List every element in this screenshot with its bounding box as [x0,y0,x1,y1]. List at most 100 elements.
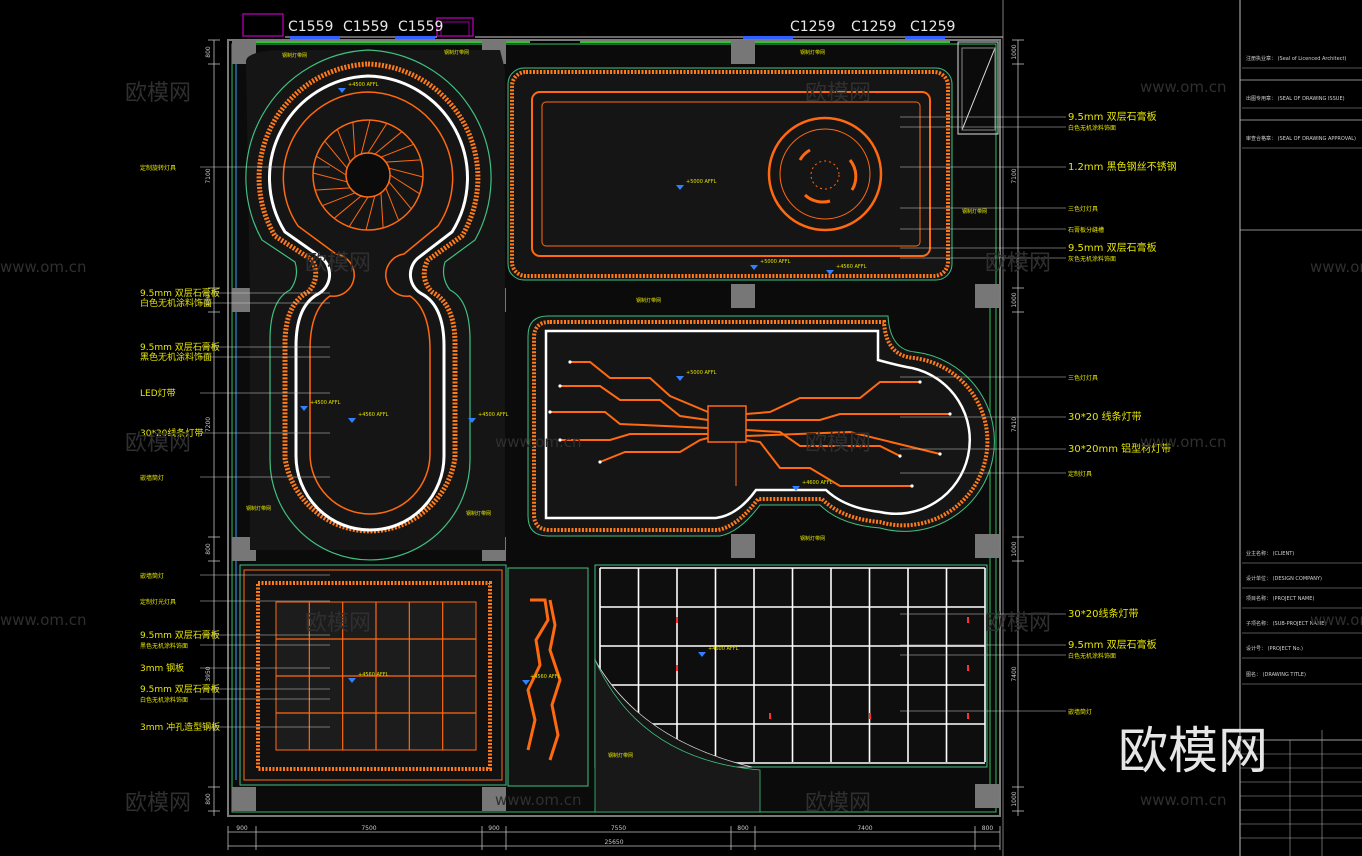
watermark-url: www.om.cn [495,791,582,809]
watermark-logo: 欧模网 [305,611,371,636]
watermark-logo: 欧模网 [805,791,871,816]
svg-text:钢制灯带网: 钢制灯带网 [800,535,825,542]
watermark-logo-large: 欧模网 [1118,722,1268,780]
watermark-logo: 欧模网 [805,431,871,456]
annotation-left: 9.5mm 双层石膏板 [140,683,220,695]
watermark-logo: 欧模网 [985,611,1051,636]
dimension-lines: 900 7500 900 7550 800 7400 800 25650 800 7100 800 7… [205,39,1024,850]
annotation-right: 嵌墙筒灯 [1068,708,1092,716]
svg-text:钢制灯带网: 钢制灯带网 [608,752,633,759]
grid-ceiling-left [239,564,507,786]
annotation-right: 三色灯灯具 [1068,374,1098,382]
svg-text:钢制灯带网: 钢制灯带网 [962,208,987,215]
annotation-right: 9.5mm 双层石膏板 [1068,241,1157,254]
title-block-row: 项目名称： (PROJECT NAME) [1246,595,1314,602]
annotation-right: 三色灯灯具 [1068,205,1098,213]
dimension-value: 7100 [1011,168,1018,183]
dimension-value: 1000 [1011,44,1018,59]
title-block-row: 子项名称： (SUB-PROJECT NAME) [1246,620,1326,627]
annotation-right: 30*20线条灯带 [1068,607,1138,620]
annotation-right: 30*20mm 铝型材灯带 [1068,442,1171,455]
annotation-left: 3mm 冲孔造型钢板 [140,721,220,733]
dimension-value: 800 [205,294,212,306]
annotation-right: 30*20 线条灯带 [1068,410,1142,423]
annotation-left: 30*20线条灯带 [140,427,203,439]
annotation-right: 白色无机涂料饰面 [1068,652,1116,660]
dimension-value: 900 [236,825,248,832]
dimension-value: 800 [205,793,212,805]
track-ceiling [245,49,505,561]
window-code: C1259 [910,19,955,35]
watermark-url: www.om.cn [0,258,87,276]
watermark-logo: 欧模网 [985,251,1051,276]
svg-text:+5000 AFFL: +5000 AFFL [760,259,791,265]
svg-text:+4600 AFFL: +4600 AFFL [708,646,739,652]
window-code: C1559 [398,19,443,35]
watermark-url: www.om.cn [1310,611,1362,629]
dimension-value: 1000 [1011,541,1018,556]
dimension-value: 7400 [857,825,872,832]
dimension-value: 900 [488,825,500,832]
dimension-value: 800 [737,825,749,832]
title-block-row: 业主名称： (CLIENT) [1246,550,1294,557]
annotation-right: 白色无机涂料饰面 [1068,124,1116,132]
feature-ceiling-top [507,67,953,281]
annotation-right: 石膏板分缝槽 [1068,226,1104,234]
window-code: C1259 [851,19,896,35]
dimension-total: 25650 [604,839,623,846]
watermark-url: www.om.cn [495,433,582,451]
dimension-value: 3950 [205,666,212,681]
strip-ceiling [507,567,589,787]
annotation-left: 9.5mm 双层石膏板 [140,629,220,641]
dimension-value: 7400 [1011,666,1018,681]
svg-text:钢制灯带网: 钢制灯带网 [444,49,469,56]
annotation-left: 白色无机涂料饰面 [140,696,188,704]
svg-text:钢制灯带网: 钢制灯带网 [800,49,825,56]
svg-text:钢制灯带网: 钢制灯带网 [636,297,661,304]
watermark-url: www.om.cn [1310,258,1362,276]
annotation-left: 嵌墙筒灯 [140,572,164,580]
watermark-logo: 欧模网 [805,81,871,106]
title-block-row: 图名： (DRAWING TITLE) [1246,671,1306,678]
svg-text:+4560 AFFL: +4560 AFFL [530,674,561,680]
svg-text:+5000 AFFL: +5000 AFFL [686,179,717,185]
title-block-row: 设计号： (PROJECT No.) [1246,645,1303,652]
dimension-value: 7410 [1011,417,1018,432]
dimension-value: 800 [205,46,212,58]
title-block-row: 审查合格章： (SEAL OF DRAWING APPROVAL) [1246,135,1356,142]
dimension-value: 7550 [611,825,626,832]
dimension-value: 1000 [1011,791,1018,806]
svg-text:+4560 AFFL: +4560 AFFL [358,672,389,678]
annotation-right: 灰色无机涂料饰面 [1068,255,1116,263]
watermark-logo: 欧模网 [305,251,371,276]
window-code: C1259 [790,19,835,35]
watermark-url: www.om.cn [1140,433,1227,451]
annotation-left: 3mm 钢板 [140,662,184,674]
watermark-url: www.om.cn [1140,78,1227,96]
annotation-right: 9.5mm 双层石膏板 [1068,110,1157,123]
svg-text:+4500 AFFL: +4500 AFFL [348,82,379,88]
watermarks: 欧模网欧模网欧模网欧模网欧模网欧模网欧模网欧模网欧模网欧模网www.om.cnw… [0,78,1362,816]
dimension-value: 7100 [205,168,212,183]
dimension-value: 7500 [361,825,376,832]
title-block-row: 注册执业章： (Seal of Licenced Architect) [1246,55,1346,62]
svg-text:+5000 AFFL: +5000 AFFL [686,370,717,376]
svg-text:+4500 AFFL: +4500 AFFL [478,412,509,418]
annotation-left: LED灯带 [140,388,176,399]
title-block-row: 出图专用章： (SEAL OF DRAWING ISSUE) [1246,95,1345,102]
annotation-left: 9.5mm 双层石膏板 [140,287,220,299]
svg-text:钢制灯带网: 钢制灯带网 [466,510,491,517]
title-block: 注册执业章： (Seal of Licenced Architect) 出图专用章… [1240,55,1362,856]
feature-ceiling-middle [527,315,995,537]
annotation-left: 黑色无机涂料饰面 [140,642,188,650]
dimension-value: 800 [205,543,212,555]
annotation-right: 定制灯具 [1068,470,1092,478]
watermark-url: www.om.cn [0,611,87,629]
svg-text:钢制灯带网: 钢制灯带网 [246,505,271,512]
svg-text:+4560 AFFL: +4560 AFFL [836,264,867,270]
window-code: C1559 [343,19,388,35]
svg-text:+4600 AFFL: +4600 AFFL [802,480,833,486]
annotation-right: 1.2mm 黑色钢丝不锈钢 [1068,160,1177,173]
